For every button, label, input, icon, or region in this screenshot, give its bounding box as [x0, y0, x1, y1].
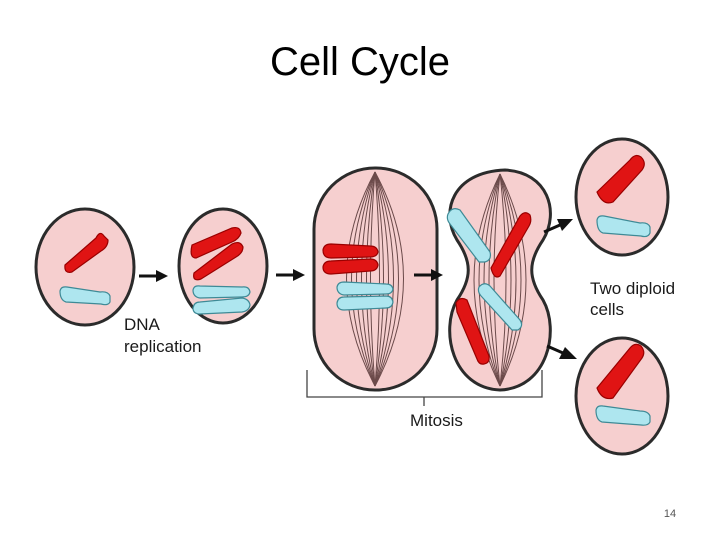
daughter-cell-top: [574, 137, 670, 257]
red-sister-chromatid: [322, 258, 379, 275]
replicated-cell: [177, 207, 269, 325]
blue-sister-chromatid: [336, 295, 394, 311]
mitosis-bracket: [306, 370, 543, 406]
blue-sister-chromatid: [192, 297, 251, 315]
metaphase-cell: [312, 166, 439, 392]
diagonal-arrow-icon: [543, 219, 573, 234]
anaphase-cell: [446, 168, 552, 392]
red-chromosome: [64, 232, 109, 273]
red-chromosome: [490, 212, 532, 278]
blue-chromosome: [595, 405, 651, 426]
blue-chromosome: [59, 286, 111, 306]
blue-chromosome: [596, 215, 651, 238]
red-chromosome: [596, 154, 645, 204]
spindle-fibers: [346, 171, 404, 387]
red-chromosome: [596, 343, 645, 400]
right-arrow-icon: [139, 270, 168, 282]
red-sister-chromatid: [193, 241, 244, 281]
blue-sister-chromatid: [336, 281, 394, 296]
parent-cell: [34, 207, 136, 327]
right-arrow-icon: [414, 269, 443, 281]
slide-title: Cell Cycle: [269, 40, 451, 84]
cell-membrane: [312, 166, 439, 392]
mitosis-label: Mitosis: [410, 411, 463, 430]
right-arrow-icon: [276, 269, 305, 281]
diagonal-arrow-icon: [546, 344, 577, 359]
two-diploid-cells-label-line1: Two diploid: [590, 279, 675, 298]
two-diploid-cells-label-line2: cells: [590, 300, 624, 319]
red-sister-chromatid: [322, 243, 379, 259]
blue-chromosome: [477, 283, 523, 331]
red-sister-chromatid: [190, 226, 242, 259]
dna-replication-label-line1: DNA: [124, 315, 161, 334]
cell-membrane: [574, 137, 670, 257]
blue-chromosome: [446, 208, 492, 263]
red-chromosome: [455, 297, 490, 365]
daughter-cell-bottom: [574, 336, 670, 456]
dna-replication-label-line2: replication: [124, 337, 202, 356]
cell-membrane: [34, 207, 136, 327]
cell-membrane: [448, 168, 552, 392]
slide-number: 14: [663, 508, 677, 520]
blue-sister-chromatid: [192, 285, 251, 299]
cell-membrane: [574, 336, 670, 456]
